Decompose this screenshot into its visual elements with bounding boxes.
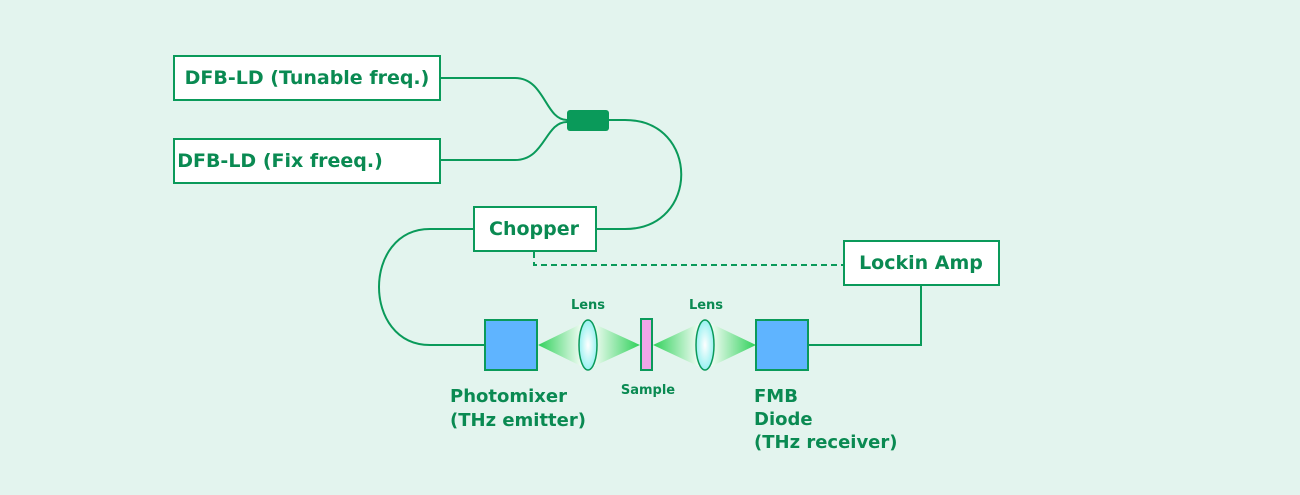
receiver-caption-line2: Diode	[754, 409, 813, 430]
lockin-label: Lockin Amp	[859, 252, 983, 274]
fiber-chopper-to-photomixer	[378, 228, 485, 346]
cable-receiver-to-lockin	[808, 285, 922, 346]
beam-emitter-to-lens	[538, 322, 585, 368]
sample-label: Sample	[621, 383, 675, 398]
reference-signal-dashed	[533, 252, 844, 266]
chopper-label: Chopper	[489, 218, 580, 240]
lens-left	[578, 319, 598, 371]
lens-left-label: Lens	[571, 298, 605, 313]
beam-lens-to-receiver	[708, 322, 756, 368]
beam-lens-to-sample	[590, 322, 640, 368]
dfb-fix-label: DFB-LD (Fix freeq.)	[177, 150, 383, 172]
photomixer-block	[484, 319, 538, 371]
photomixer-caption-line1: Photomixer	[450, 386, 567, 407]
lens-right	[695, 319, 715, 371]
sample-plate	[640, 318, 653, 371]
fiber-fix-to-coupler	[440, 121, 568, 161]
chopper-box	[473, 206, 597, 252]
receiver-caption-line3: (THz receiver)	[754, 432, 898, 453]
dfb-tunable-label: DFB-LD (Tunable freq.)	[185, 67, 430, 89]
lockin-box	[843, 240, 1000, 286]
dfb-tunable-box	[173, 55, 441, 101]
photomixer-caption-line2: (THz emitter)	[450, 410, 586, 431]
receiver-block	[755, 319, 809, 371]
fiber-tunable-to-coupler	[440, 77, 568, 121]
fiber-coupler	[567, 110, 609, 131]
fiber-coupler-to-chopper	[596, 119, 683, 230]
receiver-caption-line1: FMB	[754, 386, 798, 407]
lens-right-label: Lens	[689, 298, 723, 313]
dfb-fix-box	[173, 138, 441, 184]
beam-sample-to-lens	[653, 322, 702, 368]
